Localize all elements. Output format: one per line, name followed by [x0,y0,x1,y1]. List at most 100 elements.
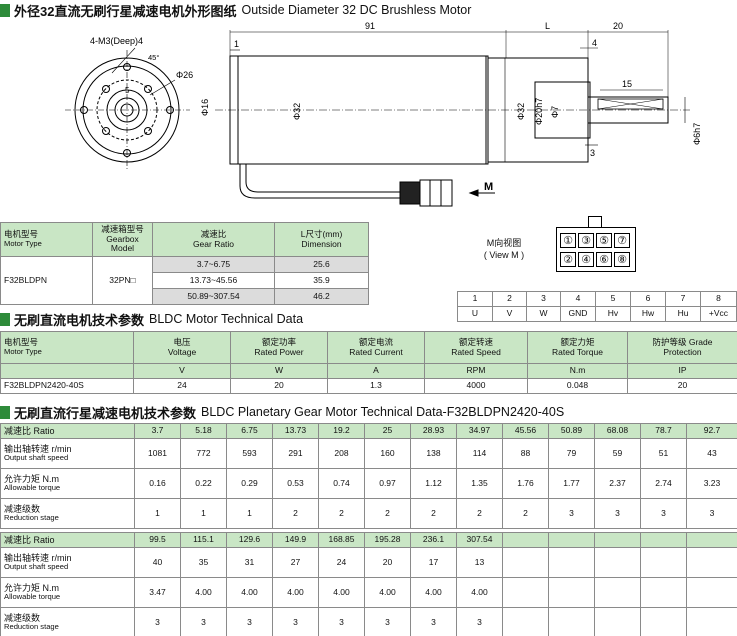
pin-signal: Hu [665,306,701,322]
gear-torque-cell: 4.00 [226,577,273,608]
gear-stage-cell: 3 [594,498,641,529]
gear-torque-cell [686,577,737,608]
data-cell: 20 [230,378,328,394]
gear-ratio-cell: 168.85 [318,532,365,548]
gear-ratio-cell: 6.75 [226,423,273,439]
gear-torque-cell: 4.00 [272,577,319,608]
gear-ratio-cell: 13.73 [272,423,319,439]
section-marker [0,405,10,419]
gear-ratio-cell: 45.56 [502,423,549,439]
gear-speed-cell: 208 [318,438,365,469]
label-m: M [484,181,493,193]
unit-cell: IP [627,363,737,379]
pin-number: 3 [526,291,561,307]
label-phi26: Φ26 [176,70,193,80]
pin-number: 2 [492,291,527,307]
label-phi7: Φ7 [550,106,560,118]
gear-torque-cell: 0.16 [134,468,181,499]
unit-cell: W [230,363,328,379]
gear-speed-cell: 24 [318,547,365,578]
unit-cell: A [327,363,425,379]
gear-stage-cell: 3 [180,607,227,636]
data-cell: 4000 [424,378,528,394]
gear-ratio-cell: 19.2 [318,423,365,439]
dim-L: L [545,21,550,31]
gear-speed-cell: 138 [410,438,457,469]
gear-ratio-cell: 28.93 [410,423,457,439]
gear-speed-cell [594,547,641,578]
gear-stage-cell: 3 [548,498,595,529]
pin-signal: W [526,306,561,322]
cable-connector-body [399,181,421,205]
connector-view: ① ③ ⑤ ⑦ ② ④ ⑥ ⑧ [556,216,636,272]
gear-torque-cell: 0.29 [226,468,273,499]
dimension-value: 35.9 [274,272,369,289]
data-cell: 24 [133,378,231,394]
gear-title-en: BLDC Planetary Gear Motor Technical Data… [201,405,565,419]
ratio-range: 13.73~45.56 [152,272,275,289]
motor-drawing: 4-M3(Deep)4 45° Φ26 5 Φ16 Φ32 Φ32 Φ20h7 … [65,21,702,207]
unit-cell [0,363,134,379]
gear-speed-cell: 160 [364,438,411,469]
gear-torque-cell [502,577,549,608]
gear-ratio-cell: 3.7 [134,423,181,439]
gear-speed-cell [640,547,687,578]
unit-cell: N.m [527,363,628,379]
gear-section-title: 无刷直流行星减速电机技术参数 BLDC Planetary Gear Motor… [0,404,565,421]
unit-cell: RPM [424,363,528,379]
label-d5: 5 [125,86,130,95]
pin-1: ① [560,233,576,248]
gear-speed-cell: 40 [134,547,181,578]
gear-speed-cell: 79 [548,438,595,469]
dim-4: 4 [592,38,597,48]
dim-15: 15 [622,79,632,89]
gear-ratio-cell: 78.7 [640,423,687,439]
data-cell: 1.3 [327,378,425,394]
bldc-section-title: 无刷直流电机技术参数 BLDC Motor Technical Data [0,311,303,328]
pin-6: ⑥ [596,252,612,267]
gear-stage-cell: 2 [272,498,319,529]
gear-speed-cell: 27 [272,547,319,578]
gear-ratio-cell: 25 [364,423,411,439]
gear-speed-cell [548,547,595,578]
gear-ratio-cell: 307.54 [456,532,503,548]
connector-view-title-cn: M向视图 [486,238,522,248]
ratio-range: 50.89~307.54 [152,288,275,305]
gear-ratio-cell: 92.7 [686,423,737,439]
section-marker [0,3,10,17]
data-cell: 20 [627,378,737,394]
label-holes: 4-M3(Deep)4 [90,36,143,46]
gear-stage-cell: 3 [364,607,411,636]
gear-speed-cell: 772 [180,438,227,469]
gear-stage-cell [686,607,737,636]
pin-signal: GND [560,306,596,322]
pin-number: 8 [700,291,737,307]
pin-4: ④ [578,252,594,267]
dim-91: 91 [365,21,375,31]
gear-torque-cell: 0.22 [180,468,227,499]
ratio-range: 3.7~6.75 [152,256,275,273]
gear-torque-cell: 3.47 [134,577,181,608]
gear-stage-cell [594,607,641,636]
gear-speed-cell: 593 [226,438,273,469]
section-marker [0,312,10,326]
gear-speed-cell: 51 [640,438,687,469]
gear-stage-cell: 2 [410,498,457,529]
label-phi32a: Φ32 [292,103,302,120]
dimension-value: 25.6 [274,256,369,273]
connector-view-title: M向视图 ( View M ) [480,237,528,261]
gear-speed-cell: 114 [456,438,503,469]
